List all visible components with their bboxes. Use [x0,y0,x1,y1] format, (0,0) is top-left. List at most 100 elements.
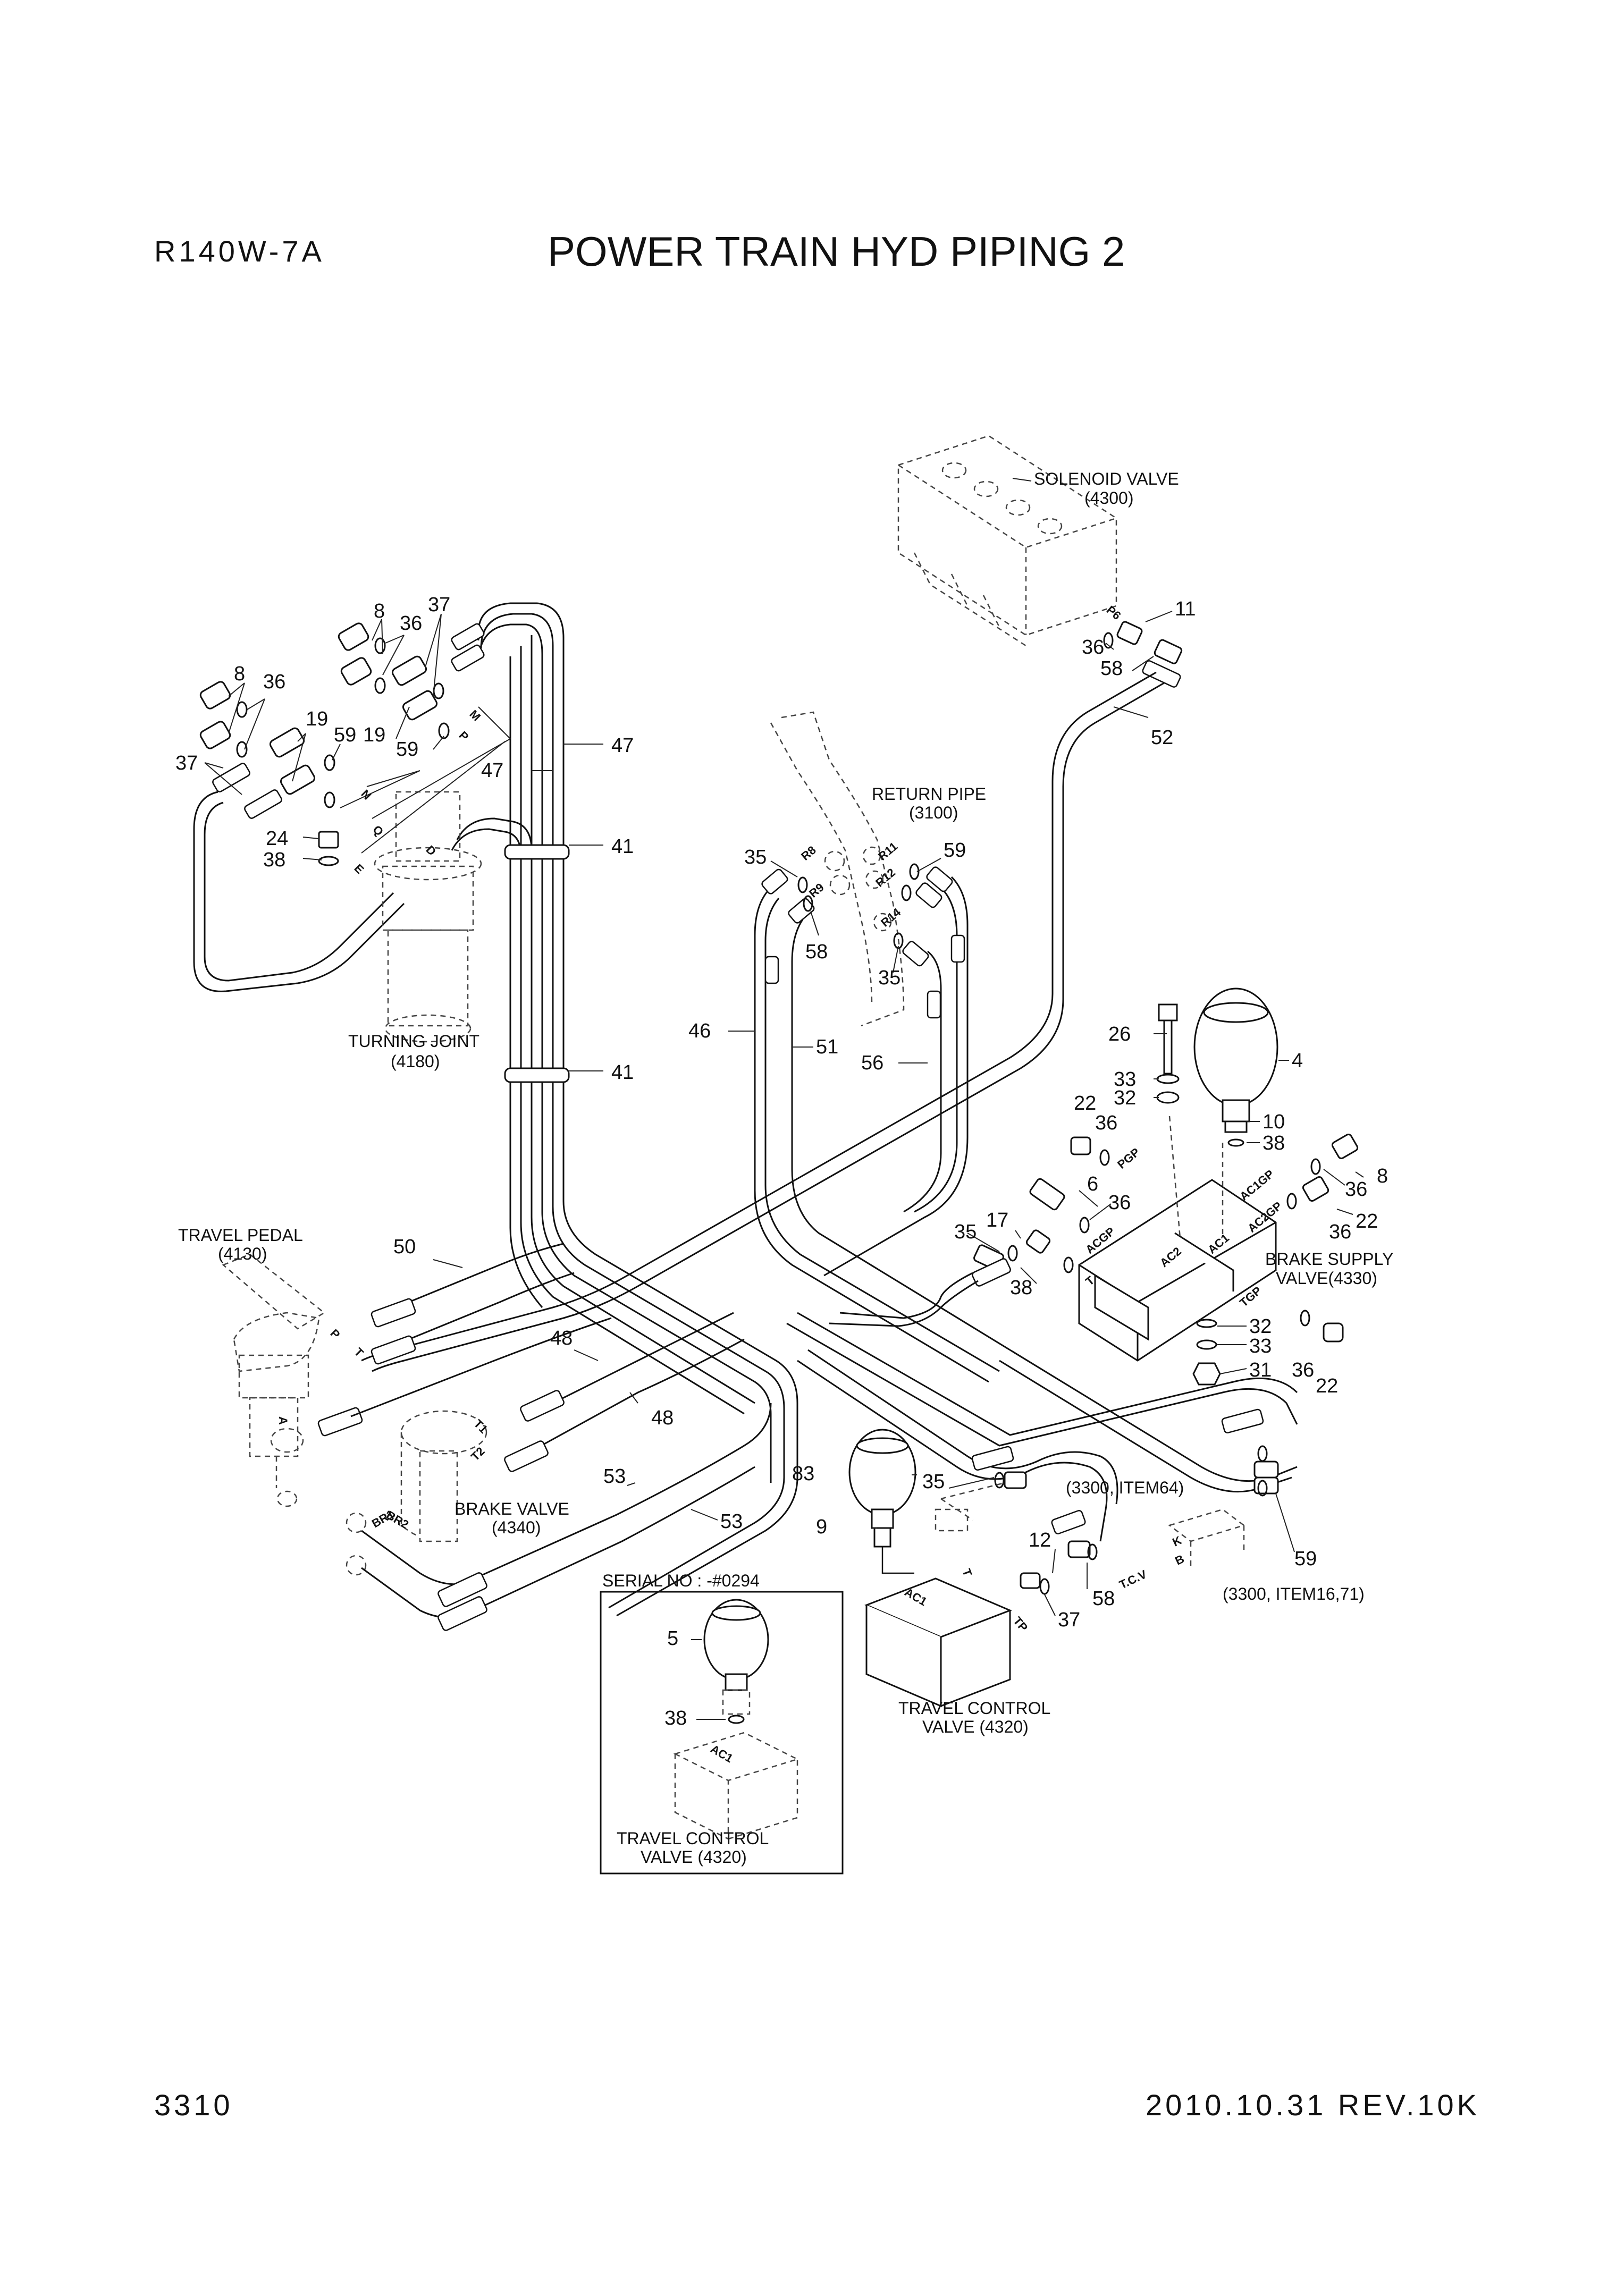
port-br2: BR2 [384,1508,411,1532]
solenoid-valve-label: SOLENOID VALVE [1034,469,1179,488]
callout-48: 48 [550,1327,573,1349]
inset-tcv-ref: VALVE (4320) [641,1847,747,1867]
callout-22: 22 [1316,1375,1338,1397]
callout-24: 24 [266,828,288,850]
leader-59 [916,858,941,872]
callout-36: 36 [400,612,422,635]
port-r12: R12 [873,866,898,890]
port-r8: R8 [798,843,819,863]
callout-58: 58 [1092,1588,1115,1610]
leader-35 [770,860,798,877]
pipe-bundle-47 [477,602,798,1617]
leader-17 [1015,1230,1021,1239]
port-d: D [423,843,439,858]
callout-36: 36 [1345,1178,1367,1201]
callout-38: 38 [263,849,285,871]
leader-35 [893,946,899,973]
brake-supply-valve-label: BRAKE SUPPLY [1265,1250,1393,1269]
callout-36: 36 [1292,1359,1314,1381]
callout-59: 59 [396,738,418,761]
callout-5: 5 [667,1627,678,1650]
travel-pedal-label: TRAVEL PEDAL [178,1226,303,1245]
callout-11: 11 [1175,598,1196,620]
page-number: 3310 [154,2088,233,2122]
callout-22: 22 [1074,1092,1096,1115]
callout-53: 53 [603,1465,626,1488]
callout-35: 35 [922,1471,945,1493]
return-pipe-label: RETURN PIPE [872,784,986,804]
leader-22 [1336,1209,1353,1215]
leader-36 [1089,1203,1112,1220]
port-n: N [358,787,374,803]
callout-6: 6 [1087,1173,1098,1195]
leader-36 [1105,643,1114,650]
callout-35: 35 [878,967,901,989]
callout-32: 32 [1249,1315,1272,1338]
port-pedal-a: A [276,1416,290,1425]
port-r14: R14 [878,905,904,930]
leader-48 [629,1392,638,1404]
callout-8: 8 [374,600,385,622]
callout-38: 38 [664,1707,687,1729]
callout-4: 4 [1292,1050,1303,1072]
callout-36: 36 [1082,636,1104,659]
clamp-41-lower [504,1067,570,1083]
leader-38 [1020,1267,1037,1284]
return-pipe-ref: (3100) [909,803,958,822]
leader-59 [1275,1493,1295,1552]
callout-46: 46 [688,1020,711,1042]
callout-52: 52 [1151,727,1173,749]
pipe-loop-left [193,791,533,992]
accumulator-4 [1193,987,1278,1133]
brake-valve-ref: (4340) [492,1518,541,1537]
leader-36 [1323,1169,1345,1186]
leader-solenoid [1012,478,1032,482]
solenoid-valve [897,435,1117,647]
pipe-35-link [839,1272,973,1319]
leader-35 [948,1477,995,1489]
pipe-35-link2 [829,1280,979,1327]
leader-37 [1044,1594,1056,1616]
port-t1: T1 [471,1417,490,1436]
callout-17: 17 [986,1209,1008,1231]
leader-58 [810,911,819,936]
fittings-upper-left [199,622,485,866]
callout-58: 58 [805,941,828,963]
callout-33: 33 [1249,1335,1272,1357]
date-revision: 2010.10.31 REV.10K [1146,2088,1480,2122]
callout-32: 32 [1114,1087,1136,1109]
serial-inset [600,1591,844,1875]
callout-47: 47 [611,735,634,757]
turning-joint-label: TURNING JOINT [348,1032,479,1051]
port-ac1gp: AC1GP [1237,1167,1276,1203]
hose-50 [317,1243,612,1437]
callout-19: 19 [363,724,385,746]
callout-47: 47 [481,759,503,782]
callout-10: 10 [1263,1111,1285,1133]
inset-tcv-label: TRAVEL CONTROL [617,1829,769,1848]
model-label: R140W-7A [154,234,325,268]
page-title: POWER TRAIN HYD PIPING 2 [548,228,1125,275]
port-ac1-inset: AC1 [709,1742,736,1766]
leader-11 [1145,611,1173,622]
callout-51: 51 [816,1036,838,1058]
leader-53 [691,1509,718,1521]
callout-19: 19 [306,708,328,730]
tcv-ref: VALVE (4320) [922,1717,1029,1736]
brake-valve [346,1410,487,1576]
callout-36: 36 [1329,1221,1351,1243]
callout-59: 59 [1294,1548,1317,1570]
port-tp: TP [1011,1614,1030,1634]
clamp-41-upper [504,844,570,860]
leader-12 [1052,1549,1056,1574]
ref-3300-item16-71: (3300, ITEM16,71) [1223,1584,1365,1603]
travel-pedal-ref: (4130) [218,1244,267,1263]
callout-12: 12 [1029,1529,1051,1551]
tcv-label: TRAVEL CONTROL [898,1699,1050,1718]
callout-56: 56 [861,1052,883,1074]
turning-joint-ref: (4180) [391,1052,440,1071]
callout-37: 37 [428,594,450,616]
port-b: B [1173,1552,1186,1567]
callout-36: 36 [1095,1112,1117,1134]
